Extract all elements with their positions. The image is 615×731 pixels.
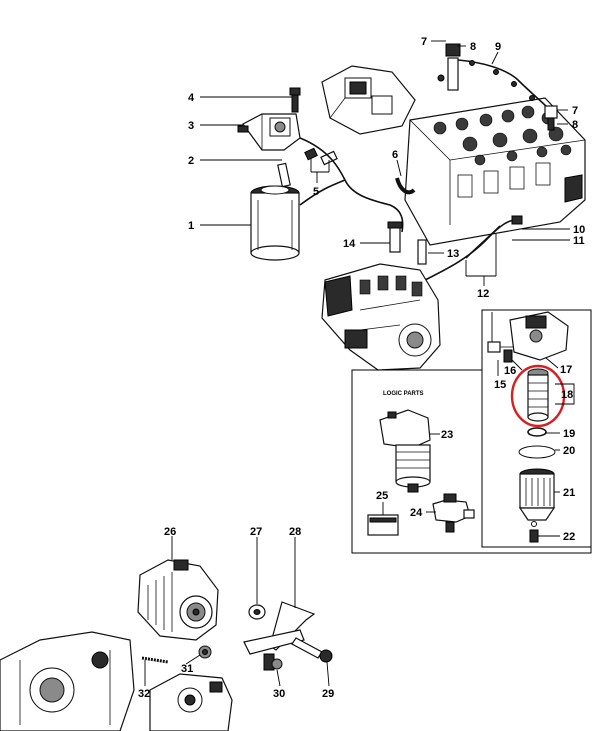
adjusting-bracket xyxy=(243,629,305,671)
filter-housing-head xyxy=(487,311,569,363)
callout-16: 16 xyxy=(504,365,516,377)
leader-lines xyxy=(144,40,575,687)
inset-title: LOGIC PARTS xyxy=(383,391,424,397)
callout-13: 13 xyxy=(447,248,459,260)
alternator xyxy=(137,559,219,641)
callout-25: 25 xyxy=(376,490,388,502)
clamp-set xyxy=(304,147,338,166)
fuel-filter-cartridge xyxy=(250,185,300,261)
callout-2: 2 xyxy=(188,155,194,167)
intake-manifold-housing xyxy=(321,65,416,135)
tube xyxy=(417,239,427,265)
callout-12: 12 xyxy=(477,288,489,300)
gear-case-cover xyxy=(0,631,135,731)
callout-7-top: 7 xyxy=(421,36,427,48)
callout-8-right: 8 xyxy=(572,119,578,131)
callout-11: 11 xyxy=(573,235,585,247)
separator-assembly xyxy=(379,409,431,493)
nut xyxy=(198,645,212,659)
callout-15: 15 xyxy=(494,379,506,391)
pipe-fitting xyxy=(387,221,403,253)
sensor-component xyxy=(432,493,475,533)
callout-9: 9 xyxy=(495,41,501,53)
callout-7-right: 7 xyxy=(572,105,578,117)
fuel-line xyxy=(299,137,404,233)
callout-5: 5 xyxy=(313,186,319,198)
filter-head xyxy=(237,87,301,151)
bolt xyxy=(291,637,333,663)
callout-23: 23 xyxy=(441,429,453,441)
callout-19: 19 xyxy=(563,428,575,440)
callout-18: 18 xyxy=(561,389,573,401)
callout-20: 20 xyxy=(563,445,575,457)
seal-ring xyxy=(518,445,556,459)
o-ring xyxy=(527,427,547,437)
hose-piece xyxy=(277,162,291,188)
injection-pump xyxy=(321,263,441,371)
callout-8-top: 8 xyxy=(470,41,476,53)
callout-26: 26 xyxy=(164,526,176,538)
hose-clip xyxy=(395,177,416,195)
callout-29: 29 xyxy=(322,688,334,700)
callout-3: 3 xyxy=(188,120,194,132)
spacer xyxy=(248,604,266,620)
filter-element xyxy=(527,368,549,422)
callout-14: 14 xyxy=(343,238,356,250)
callout-32: 32 xyxy=(138,688,150,700)
callout-21: 21 xyxy=(563,487,575,499)
injector-assembly xyxy=(437,43,558,131)
callout-22: 22 xyxy=(563,531,575,543)
drain-plug xyxy=(529,521,539,543)
callout-30: 30 xyxy=(273,688,285,700)
filter-bowl xyxy=(518,468,556,521)
callout-31: 31 xyxy=(181,663,193,675)
callout-17: 17 xyxy=(560,364,572,376)
callout-27: 27 xyxy=(250,526,262,538)
callout-6: 6 xyxy=(392,149,398,161)
callout-labels: 1 2 3 4 5 6 7 8 9 7 8 10 11 12 13 14 15 … xyxy=(138,36,585,700)
callout-24: 24 xyxy=(410,507,423,519)
stud-bolt xyxy=(141,656,169,664)
highlight-circle xyxy=(510,364,566,428)
callout-4: 4 xyxy=(188,92,195,104)
callout-28: 28 xyxy=(289,526,301,538)
cylinder-head xyxy=(404,97,586,246)
callout-10: 10 xyxy=(573,224,585,236)
water-pump-housing xyxy=(149,673,233,731)
callout-1: 1 xyxy=(188,220,194,232)
